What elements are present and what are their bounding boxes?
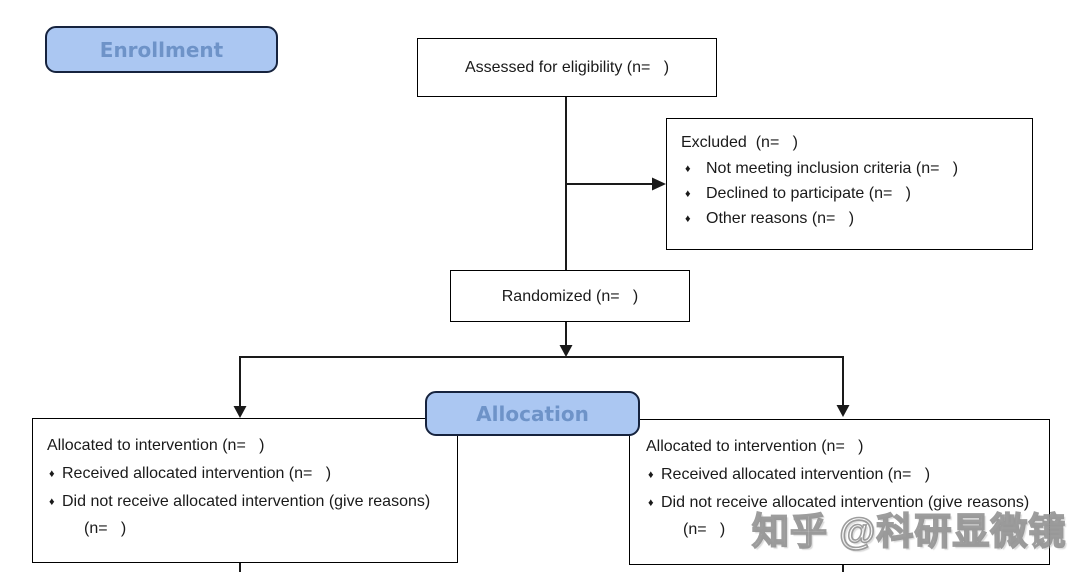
- diamond-bullet-icon: ♦: [648, 497, 654, 509]
- excluded-box: Excluded (n= ) ♦ Not meeting inclusion c…: [666, 118, 1033, 250]
- diamond-bullet-icon: ♦: [685, 188, 691, 200]
- diamond-bullet-icon: ♦: [648, 469, 654, 481]
- assessed-for-eligibility-box: Assessed for eligibility (n= ): [417, 38, 717, 97]
- excluded-title: Excluded (n= ): [681, 134, 798, 151]
- diamond-bullet-icon: ♦: [685, 163, 691, 175]
- allocated-right-item-text: Received allocated intervention (n= ): [661, 466, 931, 483]
- allocated-left-item-not-received: ♦ Did not receive allocated intervention…: [47, 488, 443, 542]
- diamond-bullet-icon: ♦: [685, 213, 691, 225]
- randomized-to-branch-arrow: [559, 322, 573, 357]
- diamond-bullet-icon: ♦: [49, 468, 55, 480]
- randomized-box: Randomized (n= ): [450, 270, 690, 322]
- allocated-right-item-not-received: ♦ Did not receive allocated intervention…: [646, 489, 1037, 543]
- excluded-item-text: Declined to participate (n= ): [706, 185, 911, 202]
- excluded-item-text: Not meeting inclusion criteria (n= ): [706, 160, 959, 177]
- zhihu-watermark: 知乎 @科研显微镜: [751, 510, 1067, 553]
- enrollment-stage-label: Enrollment: [45, 26, 278, 73]
- excluded-arrow: [566, 177, 666, 191]
- allocation-stage-text: Allocation: [476, 401, 589, 426]
- randomized-text: Randomized (n= ): [501, 287, 639, 305]
- allocated-intervention-right-box: Allocated to intervention (n= ) ♦ Receiv…: [629, 419, 1050, 565]
- enrollment-stage-text: Enrollment: [99, 37, 224, 62]
- branch-left-arrow: [233, 356, 247, 418]
- assessed-text: Assessed for eligibility (n= ): [464, 59, 670, 76]
- excluded-item-not-meeting-criteria: ♦ Not meeting inclusion criteria (n= ): [681, 156, 1024, 181]
- diamond-bullet-icon: ♦: [49, 496, 55, 508]
- allocated-right-title: Allocated to intervention (n= ): [646, 438, 864, 455]
- excluded-item-declined: ♦ Declined to participate (n= ): [681, 181, 1024, 206]
- allocated-left-item-text: Received allocated intervention (n= ): [62, 465, 332, 482]
- allocated-left-title: Allocated to intervention (n= ): [47, 437, 265, 454]
- excluded-item-text: Other reasons (n= ): [706, 210, 855, 227]
- allocated-right-item-text: Did not receive allocated intervention (…: [661, 494, 1034, 538]
- allocation-stage-label: Allocation: [425, 391, 640, 436]
- allocated-intervention-left-box: Allocated to intervention (n= ) ♦ Receiv…: [32, 418, 458, 563]
- allocated-right-item-received: ♦ Received allocated intervention (n= ): [646, 461, 1037, 488]
- branch-right-arrow: [836, 356, 850, 417]
- allocated-left-item-text: Did not receive allocated intervention (…: [62, 493, 435, 537]
- allocated-left-item-received: ♦ Received allocated intervention (n= ): [47, 460, 443, 487]
- excluded-item-other-reasons: ♦ Other reasons (n= ): [681, 206, 1024, 231]
